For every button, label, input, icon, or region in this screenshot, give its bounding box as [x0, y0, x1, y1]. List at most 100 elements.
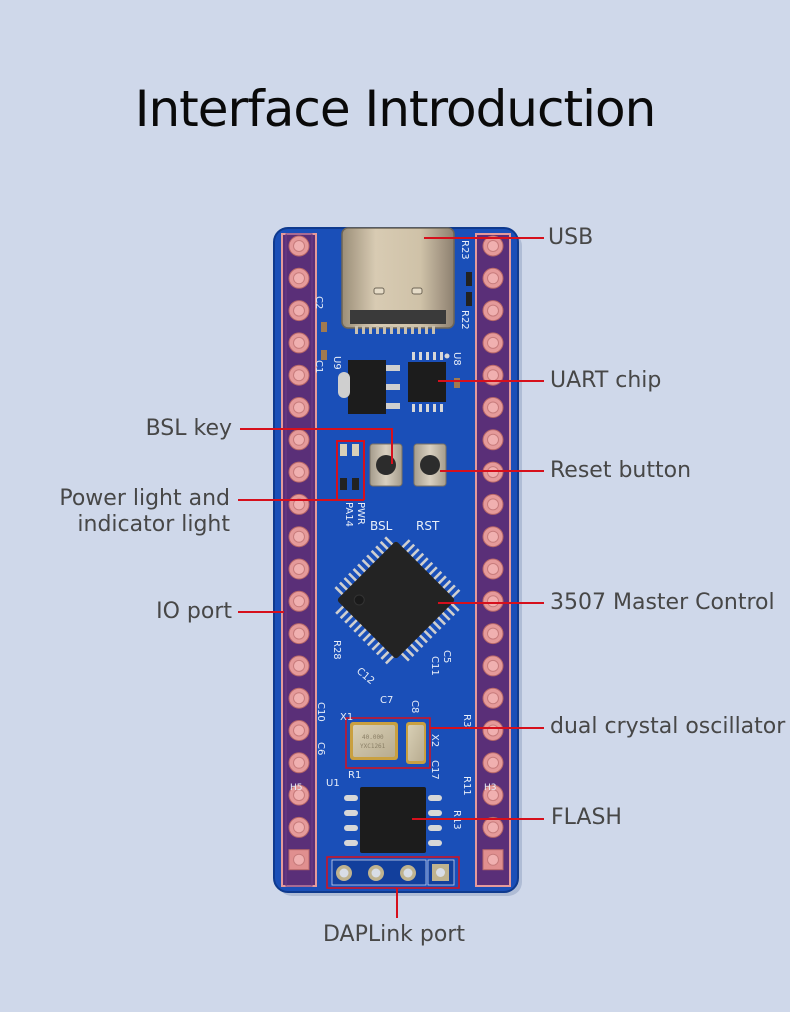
- silkscreen-c1: C1: [313, 360, 324, 373]
- mcu-pin: [344, 613, 355, 624]
- bsl-button: [369, 443, 403, 487]
- left-io-pin-hole: [293, 724, 305, 737]
- silkscreen-r3: R3: [461, 714, 472, 727]
- left-io-pin-hole: [293, 466, 305, 479]
- callout-line-power-light-box-top: [336, 440, 364, 442]
- callout-line-crystal: [430, 727, 544, 729]
- silkscreen-pa14: PA14: [343, 502, 354, 527]
- label-power-light-line1: Power light and: [59, 486, 230, 511]
- mcu-pin: [375, 545, 386, 556]
- power-and-indicator-leds: [340, 444, 359, 490]
- mcu-pin: [357, 626, 369, 638]
- callout-line-uart: [438, 380, 544, 382]
- mcu-pin: [449, 601, 460, 612]
- silkscreen-pwr: PWR: [355, 502, 366, 525]
- mcu-pin: [380, 649, 391, 660]
- mcu-pin: [361, 558, 372, 570]
- mcu-pin: [362, 631, 373, 642]
- mcu-pin: [370, 549, 382, 561]
- silkscreen-c8: C8: [409, 700, 420, 713]
- right-io-pin-hole: [487, 595, 499, 608]
- mcu-pin: [413, 637, 424, 648]
- callout-line-flash: [412, 818, 544, 820]
- silkscreen-h5: H5: [290, 783, 303, 793]
- left-io-pin-hole: [293, 659, 305, 672]
- right-io-pin-hole: [487, 498, 499, 511]
- left-io-pin-hole: [293, 756, 305, 769]
- reset-button: [413, 443, 447, 487]
- right-io-pin-hole: [487, 659, 499, 672]
- mcu-pin: [426, 624, 438, 635]
- silkscreen-c10: C10: [315, 702, 326, 722]
- mcu-pin: [404, 543, 416, 555]
- label-master-control: 3507 Master Control: [550, 590, 775, 615]
- crystal-x1-marking: 40.000: [362, 734, 384, 741]
- silkscreen-r28: R28: [331, 640, 342, 660]
- mcu-pin: [343, 577, 354, 588]
- mcu-pin: [417, 633, 428, 644]
- master-control-mcu: [334, 536, 461, 665]
- mcu-pin: [422, 628, 433, 639]
- mcu-pin: [400, 539, 411, 550]
- callout-line-power-light-vertical: [363, 440, 365, 500]
- label-usb: USB: [548, 225, 594, 250]
- silkscreen-r1: R1: [348, 770, 361, 781]
- mcu-pin: [440, 610, 451, 621]
- silkscreen-c7: C7: [380, 695, 393, 706]
- right-io-pin-hole: [487, 433, 499, 446]
- silkscreen-u8: U8: [451, 352, 462, 366]
- mcu-pin: [379, 540, 391, 552]
- silkscreen-r23: R23: [459, 240, 470, 260]
- silkscreen-c17: C17: [429, 760, 440, 780]
- left-io-pin-hole: [293, 789, 305, 802]
- silkscreen-c6: C6: [315, 742, 326, 755]
- mcu-pin: [450, 588, 461, 600]
- callout-line-bsl: [240, 428, 392, 430]
- left-io-pin-hole: [293, 563, 305, 575]
- smd-resistors-r22-r23: [321, 272, 472, 360]
- mcu-pin: [357, 563, 368, 574]
- label-crystal: dual crystal oscillator: [550, 714, 786, 739]
- mcu-pin: [418, 557, 429, 568]
- mcu-pin: [335, 604, 346, 615]
- right-io-pin-hole: [487, 853, 499, 866]
- left-io-pin-hole: [293, 530, 305, 543]
- silkscreen-r11: R11: [461, 776, 472, 796]
- right-io-pins: [482, 235, 504, 871]
- callout-line-power-light: [238, 499, 364, 501]
- mcu-pin: [422, 561, 434, 573]
- daplink-port: [326, 856, 460, 889]
- label-reset-button: Reset button: [550, 458, 692, 483]
- mcu-pin: [334, 586, 345, 597]
- mcu-pin: [431, 570, 443, 582]
- label-power-light-line2: indicator light: [77, 512, 230, 537]
- uart-chip: [408, 352, 460, 412]
- left-io-pins: [288, 235, 310, 871]
- mcu-pin: [371, 640, 382, 651]
- right-io-pin-hole: [487, 789, 499, 802]
- mcu-pin: [436, 575, 447, 586]
- right-io-pin-hole: [487, 304, 499, 317]
- mcu-pin: [440, 579, 452, 591]
- silkscreen-u1: U1: [326, 778, 340, 789]
- mcu-pin: [352, 568, 363, 579]
- silkscreen-c11: C11: [429, 656, 440, 676]
- left-io-pin-hole: [293, 821, 305, 834]
- mcu-pin: [384, 654, 396, 665]
- left-io-pin-hole: [293, 433, 305, 446]
- left-io-pin-hole: [293, 336, 305, 349]
- silkscreen-c5: C5: [441, 650, 452, 663]
- callout-line-daplink: [396, 888, 398, 918]
- right-io-pin-hole: [487, 272, 499, 285]
- left-io-pin-hole: [293, 627, 305, 640]
- u9-voltage-regulator: [338, 360, 400, 414]
- label-bsl-key: BSL key: [145, 416, 232, 441]
- label-daplink-port: DAPLink port: [323, 922, 466, 947]
- callout-line-reset: [440, 470, 544, 472]
- right-io-pin-hole: [487, 821, 499, 834]
- left-io-pin-hole: [293, 272, 305, 285]
- right-io-pin-hole: [487, 530, 499, 543]
- mcu-pin: [445, 584, 456, 595]
- label-flash: FLASH: [551, 805, 622, 830]
- left-io-pin-hole: [293, 498, 305, 511]
